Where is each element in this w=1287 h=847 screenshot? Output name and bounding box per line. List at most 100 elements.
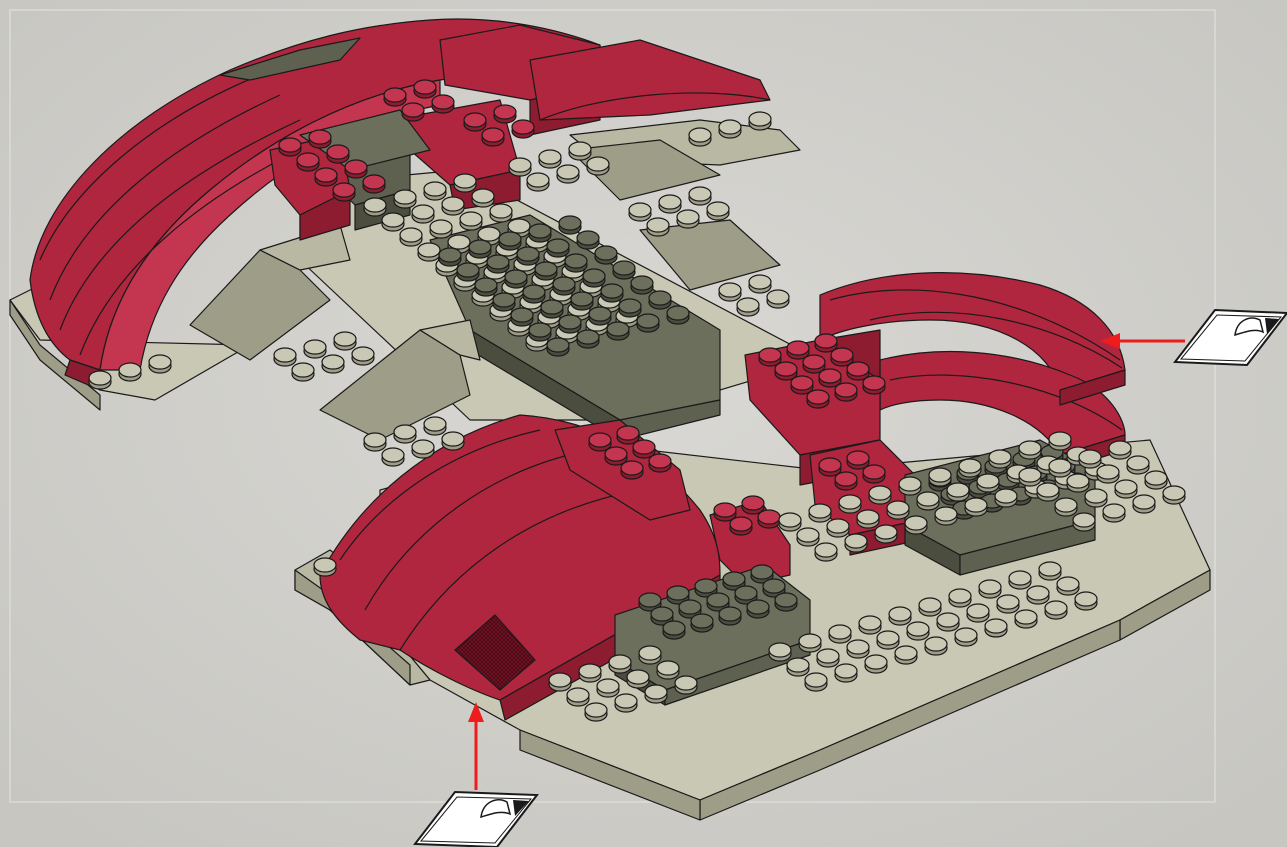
stud [493,293,515,311]
stud [877,631,899,649]
stud [807,390,829,408]
stud [749,275,771,293]
stud [617,426,639,444]
stud [839,495,861,513]
stud [659,195,681,213]
stud [589,433,611,451]
stud [597,679,619,697]
stud [565,254,587,272]
stud [730,517,752,535]
stud [887,501,909,519]
stud [995,489,1017,507]
stud [334,332,356,350]
stud [589,307,611,325]
stud [469,240,491,258]
stud [547,338,569,356]
stud [345,160,367,178]
stud [1067,474,1089,492]
stud [1097,465,1119,483]
stud [454,174,476,192]
stud [424,182,446,200]
stud [805,673,827,691]
stud [959,459,981,477]
stud [949,589,971,607]
stud [523,285,545,303]
stud [529,224,551,242]
stud [875,525,897,543]
stud [803,355,825,373]
stud [737,298,759,316]
stud [935,507,957,525]
stud [1103,504,1125,522]
stud [605,447,627,465]
stud [1049,432,1071,450]
stud [1015,610,1037,628]
stud [829,625,851,643]
stud [553,277,575,295]
stud [775,593,797,611]
stud [758,510,780,528]
stud [889,607,911,625]
stud [1027,586,1049,604]
stud [1109,441,1131,459]
stud [412,205,434,223]
stud [639,646,661,664]
stud [831,348,853,366]
stud [619,299,641,317]
stud [835,472,857,490]
stud [827,519,849,537]
stud [1085,489,1107,507]
stud [297,153,319,171]
stud [689,128,711,146]
stud [835,383,857,401]
stud [847,640,869,658]
stud [714,503,736,521]
stud [579,664,601,682]
stud [567,688,589,706]
stud [382,213,404,231]
stud [1127,456,1149,474]
stud [119,363,141,381]
stud [649,291,671,309]
stud [925,637,947,655]
stud [494,105,516,123]
stud [1057,577,1079,595]
stud [418,243,440,261]
stud [859,616,881,634]
stud [499,232,521,250]
stud [677,210,699,228]
stud [439,248,461,266]
stud [315,168,337,186]
stud [845,534,867,552]
stud [364,198,386,216]
stud [917,492,939,510]
stud [749,112,771,130]
stud [442,432,464,450]
stud [857,510,879,528]
stud [517,247,539,265]
stud [1145,471,1167,489]
stud [979,580,1001,598]
stud [1079,450,1101,468]
stud [899,477,921,495]
stud [333,183,355,201]
stud [314,558,336,576]
stud [707,202,729,220]
stud [779,513,801,531]
stud [609,655,631,673]
stud [595,246,617,264]
stud [747,600,769,618]
stud [719,283,741,301]
stud [675,676,697,694]
stud [460,212,482,230]
stud [769,643,791,661]
stud [819,458,841,476]
stud [799,634,821,652]
stud [621,461,643,479]
stud [907,622,929,640]
stud [815,334,837,352]
stud [629,203,651,221]
stud [464,113,486,131]
stud [997,595,1019,613]
